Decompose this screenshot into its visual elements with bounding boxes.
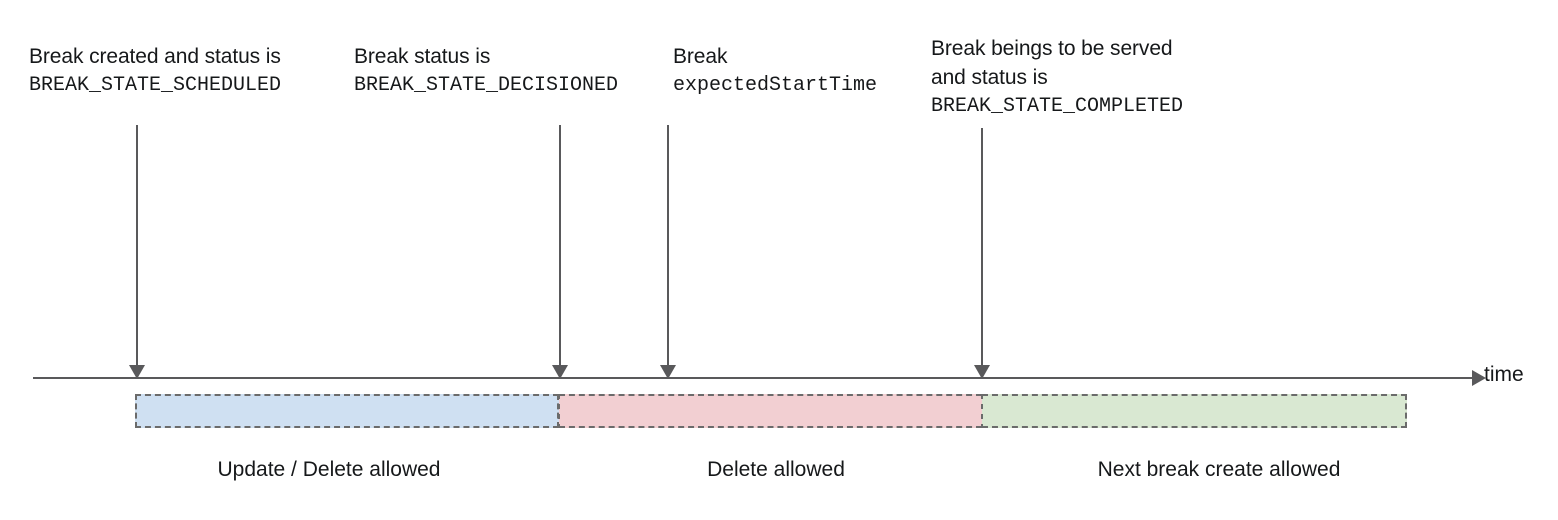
phase-bar bbox=[135, 394, 559, 428]
annotation-line: and status is bbox=[931, 66, 1048, 89]
annotation-line: expectedStartTime bbox=[673, 74, 878, 97]
phase-caption: Next break create allowed bbox=[1097, 458, 1341, 481]
annotation-line: BREAK_STATE_COMPLETED bbox=[931, 95, 1184, 118]
pointer-arrowhead-icon bbox=[129, 365, 145, 379]
annotation-line: BREAK_STATE_SCHEDULED bbox=[29, 74, 282, 97]
pointer-arrow-line bbox=[136, 125, 138, 365]
phase-bar bbox=[982, 394, 1407, 428]
annotation-line: BREAK_STATE_DECISIONED bbox=[354, 74, 619, 97]
pointer-arrow-line bbox=[559, 125, 561, 365]
phase-caption: Delete allowed bbox=[707, 458, 845, 481]
phase-separator bbox=[981, 394, 983, 428]
pointer-arrowhead-icon bbox=[660, 365, 676, 379]
annotation-expected-start-time: Break expectedStartTime bbox=[673, 42, 877, 100]
phase-separator bbox=[558, 394, 560, 428]
time-axis-arrowhead-icon bbox=[1472, 370, 1486, 386]
annotation-line: Break beings to be served bbox=[931, 37, 1173, 60]
time-axis-label: time bbox=[1484, 363, 1524, 386]
pointer-arrowhead-icon bbox=[552, 365, 568, 379]
phase-bar bbox=[559, 394, 982, 428]
time-axis-line bbox=[33, 377, 1472, 379]
annotation-line: Break created and status is bbox=[29, 45, 281, 68]
pointer-arrow-line bbox=[667, 125, 669, 365]
pointer-arrow-line bbox=[981, 128, 983, 365]
annotation-line: Break bbox=[673, 45, 728, 68]
pointer-arrowhead-icon bbox=[974, 365, 990, 379]
phase-caption: Update / Delete allowed bbox=[217, 458, 441, 481]
annotation-completed: Break beings to be served and status is BR… bbox=[931, 34, 1183, 121]
annotation-decisioned: Break status is BREAK_STATE_DECISIONED bbox=[354, 42, 618, 100]
annotation-scheduled: Break created and status is BREAK_STATE_S… bbox=[29, 42, 281, 100]
annotation-line: Break status is bbox=[354, 45, 491, 68]
